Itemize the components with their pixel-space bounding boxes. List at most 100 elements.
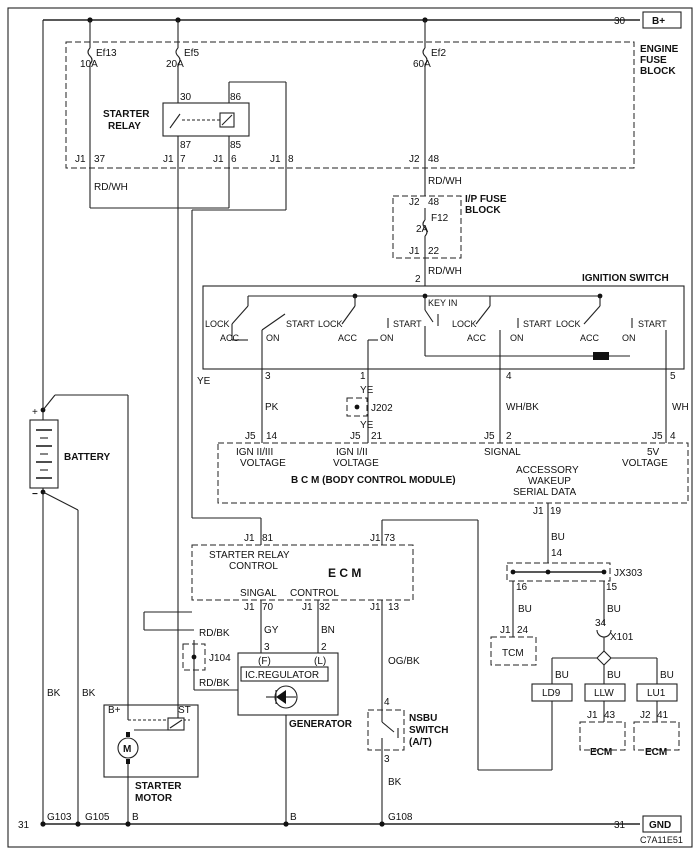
ipfb-pin-48: 48	[428, 197, 440, 208]
ipfb-conn-j2: J2	[409, 197, 420, 208]
ecm-pin-13: 13	[388, 602, 400, 613]
ecm-control-label: CONTROL	[229, 561, 278, 572]
j104-connector	[182, 643, 206, 671]
ign-acc-3: ACC	[467, 333, 487, 343]
bcm-title: B C M (BODY CONTROL MODULE)	[291, 475, 456, 486]
key-in-label: KEY IN	[428, 298, 457, 308]
fuse-ef5-name: Ef5	[184, 48, 199, 59]
ecm-pin-81: 81	[262, 533, 274, 544]
diagram-frame	[7, 7, 693, 848]
relay-pin-85: 85	[230, 140, 242, 151]
tcm-module	[490, 636, 537, 666]
fuse-ef5	[175, 47, 181, 65]
ecm2-module	[579, 721, 626, 751]
bcm-pin-4: 4	[670, 431, 676, 442]
relay-pin-86: 86	[230, 92, 242, 103]
ip-fuse-block	[392, 195, 462, 259]
ipfb-conn-j1: J1	[409, 246, 420, 257]
j202-label: J202	[371, 403, 393, 414]
fuse-f12	[422, 219, 428, 237]
nsbu-pin-3: 3	[384, 754, 390, 765]
ground-31-right: 31	[614, 820, 626, 831]
ecm-module	[191, 544, 414, 601]
ign-pin-4: 4	[506, 371, 512, 382]
wire-color-whbk: WH/BK	[506, 402, 539, 413]
wire-color-ye: YE	[197, 376, 211, 387]
generator-diode	[276, 690, 286, 704]
ecm-title: E C M	[328, 566, 361, 580]
llw-label: LLW	[594, 688, 614, 699]
jx303-pin-14: 14	[551, 548, 563, 559]
wire-color-bu: BU	[518, 604, 532, 615]
bcm-voltage-label: VOLTAGE	[333, 458, 379, 469]
ign-start-1: START	[286, 319, 315, 329]
ground-g103: G103	[47, 812, 72, 823]
efb-conn-j1: J1	[75, 154, 86, 165]
starter-st-label: ST	[178, 705, 191, 716]
gen-pin-f: (F)	[258, 656, 271, 667]
ground-b-label: B	[290, 812, 297, 823]
bcm-wakeup-label: WAKEUP	[528, 476, 571, 487]
ecm-conn: J1	[244, 533, 255, 544]
nsbu-label-1: NSBU	[409, 713, 437, 724]
bcm-ign12-label: IGN I/II	[336, 447, 368, 458]
nsbu-pin-4: 4	[384, 697, 390, 708]
starter-relay-label-1: STARTER	[103, 109, 150, 120]
starter-motor	[103, 704, 199, 778]
jx303-pin-15: 15	[606, 582, 618, 593]
ic-regulator	[240, 666, 329, 682]
ic-regulator-label: IC.REGULATOR	[245, 670, 319, 681]
wire-color-rdwh: RD/WH	[94, 182, 128, 193]
starter-bplus-label: B+	[108, 705, 121, 716]
efb-conn-j1: J1	[163, 154, 174, 165]
j202-connector	[346, 397, 368, 417]
bcm-voltage-label: VOLTAGE	[240, 458, 286, 469]
gen-pin-2: 2	[321, 642, 327, 653]
motor-icon	[117, 737, 139, 759]
efb-pin-37: 37	[94, 154, 106, 165]
gen-pin-l: (L)	[314, 656, 326, 667]
ecm3-pin-41: 41	[657, 710, 669, 721]
wire-color-bk: BK	[388, 777, 402, 788]
fuse-ef2-name: Ef2	[431, 48, 446, 59]
ecm-conn: J1	[370, 533, 381, 544]
ld9-label: LD9	[542, 688, 561, 699]
ecm3-label: ECM	[645, 747, 667, 758]
bcm-out-conn: J1	[533, 506, 544, 517]
gnd-label: GND	[649, 820, 671, 831]
bcm-pin-2: 2	[506, 431, 512, 442]
starter-motor-label-2: MOTOR	[135, 793, 173, 804]
engine-fuse-block	[65, 41, 635, 169]
fuse-ef5-rating: 20A	[166, 59, 184, 70]
gnd-box	[642, 815, 682, 833]
bcm-pin-21: 21	[371, 431, 383, 442]
wire-color-bn: BN	[321, 625, 335, 636]
efb-conn-j1: J1	[213, 154, 224, 165]
ecm-conn: J1	[244, 602, 255, 613]
ecm3-conn: J2	[640, 710, 651, 721]
wire-color-bu: BU	[660, 670, 674, 681]
llw-box	[584, 683, 626, 702]
splice-diamond	[596, 650, 612, 666]
ground-b-label: B	[132, 812, 139, 823]
ground-g105: G105	[85, 812, 110, 823]
wire-color-rdbk: RD/BK	[199, 628, 230, 639]
wire-color-bk: BK	[47, 688, 61, 699]
fuse-ef2-rating: 60A	[413, 59, 431, 70]
wire-color-ye: YE	[360, 420, 374, 431]
efb-title-1: ENGINE	[640, 44, 679, 55]
gen-pin-3: 3	[264, 642, 270, 653]
nsbu-label-2: SWITCH	[409, 725, 448, 736]
ipfb-out-pin: 2	[415, 274, 421, 285]
ign-lock-1: LOCK	[205, 319, 230, 329]
ecm-conn: J1	[302, 602, 313, 613]
ecm2-label: ECM	[590, 747, 612, 758]
bcm-pin-14: 14	[266, 431, 278, 442]
efb-pin-48: 48	[428, 154, 440, 165]
ign-start-4: START	[638, 319, 667, 329]
relay-contact	[169, 113, 181, 129]
fuse-ef13	[87, 47, 93, 65]
generator-label: GENERATOR	[289, 719, 353, 730]
ign-start-3: START	[523, 319, 552, 329]
